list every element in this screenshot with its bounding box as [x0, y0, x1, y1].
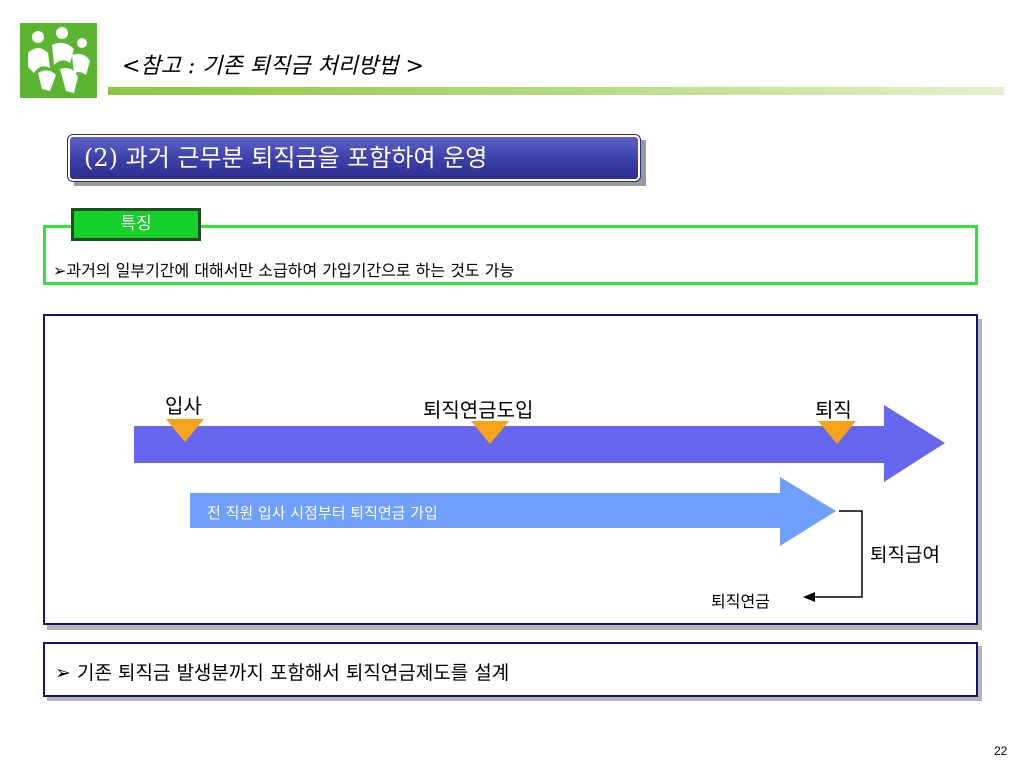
milestone-marker-join [166, 419, 204, 442]
page-title: <참고 : 기존 퇴직금 처리방법 > [122, 54, 424, 79]
milestone-label-retire: 퇴직 [815, 398, 852, 422]
feature-text: ➢과거의 일부기간에 대해서만 소급하여 가입기간으로 하는 것도 가능 [53, 261, 515, 280]
main-timeline-arrow [134, 405, 945, 482]
bracket-arrowhead [803, 592, 815, 602]
header-divider [108, 87, 1004, 95]
membership-arrow-label: 전 직원 입사 시점부터 퇴직연금 가입 [207, 504, 438, 522]
timeline-diagram [43, 314, 978, 625]
dancing-figures-logo-icon [20, 23, 97, 98]
pension-label: 퇴직연금 [711, 592, 770, 611]
milestone-marker-intro [471, 421, 509, 444]
section-title: (2) 과거 근무분 퇴직금을 포함하여 운영 [67, 134, 641, 182]
severance-label: 퇴직급여 [870, 544, 940, 566]
summary-text: ➢ 기존 퇴직금 발생분까지 포함해서 퇴직연금제도를 설계 [55, 662, 510, 684]
milestone-label-join: 입사 [165, 394, 202, 418]
milestone-label-intro: 퇴직연금도입 [423, 398, 534, 422]
feature-badge: 특징 [71, 208, 201, 241]
summary-box [43, 642, 978, 697]
membership-arrow [190, 477, 836, 546]
milestone-marker-retire [818, 421, 856, 444]
bracket-connector [815, 510, 863, 598]
page-number: 22 [994, 744, 1008, 758]
